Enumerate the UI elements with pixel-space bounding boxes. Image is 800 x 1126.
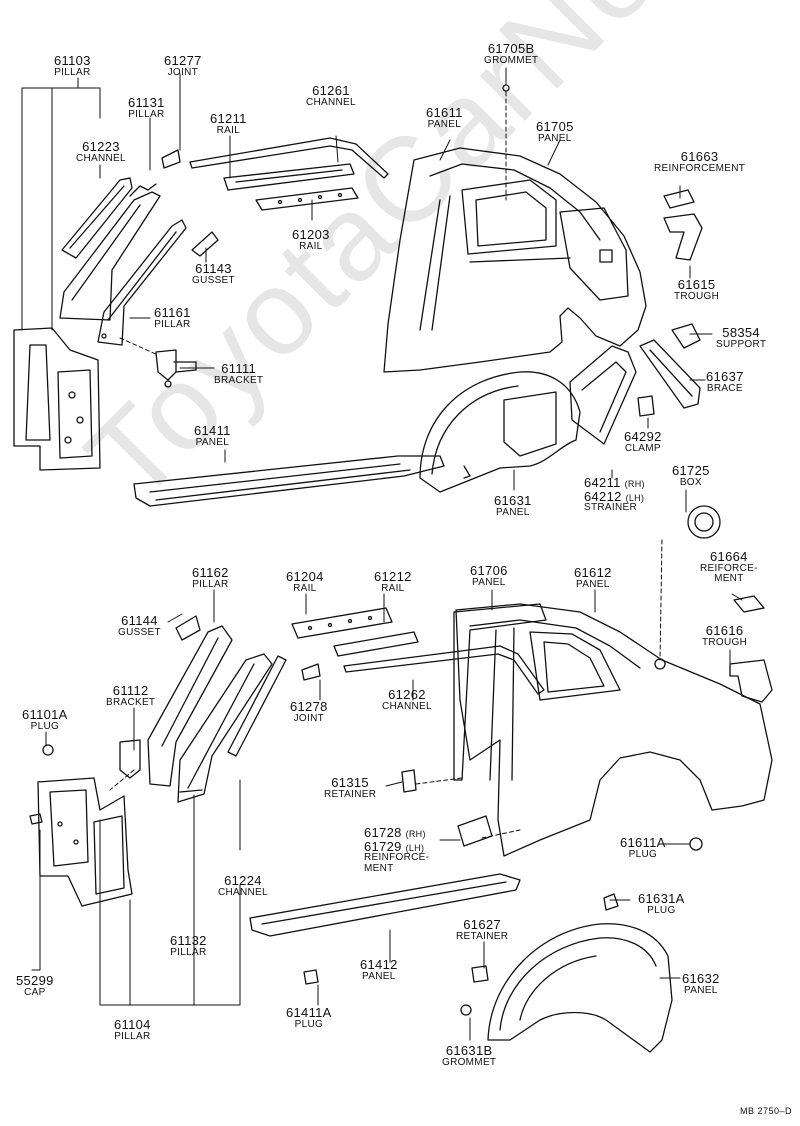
part-61412-panel bbox=[249, 873, 521, 937]
part-61161-pillar bbox=[97, 219, 187, 346]
part-61637-brace bbox=[639, 339, 701, 409]
part-61103-pillar-upper bbox=[13, 327, 101, 471]
part-61615-trough bbox=[663, 213, 703, 261]
drawing-code: MB 2750–D bbox=[739, 1106, 792, 1116]
part-61144-gusset bbox=[175, 615, 201, 641]
part-61277-joint bbox=[161, 149, 181, 169]
part-61262-channel bbox=[343, 645, 545, 695]
part-55299-cap bbox=[29, 813, 43, 825]
label-64211-64212: 64211 (RH) 64212 (LH) STRAINER bbox=[584, 475, 645, 514]
part-61223-channel bbox=[61, 177, 133, 259]
part-61315-retainer bbox=[401, 769, 417, 793]
part-61706-panel bbox=[453, 603, 547, 781]
part-61211-rail bbox=[223, 163, 355, 191]
part-61616-trough bbox=[729, 659, 773, 703]
part-61411-panel bbox=[133, 455, 445, 507]
part-61627-retainer bbox=[471, 965, 489, 983]
part-61611-quarter-panel-upper bbox=[383, 84, 647, 373]
part-61631-wheelhouse-inner bbox=[419, 371, 581, 493]
part-61204-rail bbox=[291, 607, 393, 639]
part-61112-bracket bbox=[119, 739, 141, 779]
part-64292-clamp bbox=[637, 395, 655, 417]
part-64211-strainer bbox=[569, 345, 637, 445]
part-61132-pillar bbox=[177, 653, 273, 803]
label-61728-61729: 61728 (RH) 61729 (LH) REINFORCE-MENT bbox=[364, 825, 430, 874]
part-61411A-plug bbox=[303, 969, 319, 985]
part-61162-pillar bbox=[147, 625, 233, 787]
part-61111-bracket bbox=[155, 349, 197, 388]
part-61131-pillar bbox=[59, 183, 161, 321]
part-61278-joint bbox=[301, 663, 321, 681]
part-61632-wheelhouse-outer bbox=[487, 923, 673, 1053]
part-61664-reinforcement bbox=[733, 595, 765, 613]
part-61631A-plug bbox=[603, 893, 619, 911]
part-61212-rail bbox=[333, 631, 419, 657]
part-58354-support bbox=[671, 323, 701, 349]
part-61203-rail bbox=[255, 187, 359, 211]
part-61104-pillar-lower bbox=[37, 744, 133, 907]
part-61611A-plug bbox=[689, 837, 703, 851]
part-61728-reinforcement bbox=[457, 815, 493, 847]
part-61663-reinforcement bbox=[663, 189, 695, 209]
part-61224-channel bbox=[227, 655, 287, 757]
part-61261-channel bbox=[189, 137, 389, 179]
part-61612-quarter-panel-lower bbox=[455, 603, 773, 857]
part-61631B-grommet bbox=[460, 1004, 472, 1016]
part-61725-box bbox=[687, 505, 721, 539]
part-61143-gusset bbox=[191, 231, 219, 257]
